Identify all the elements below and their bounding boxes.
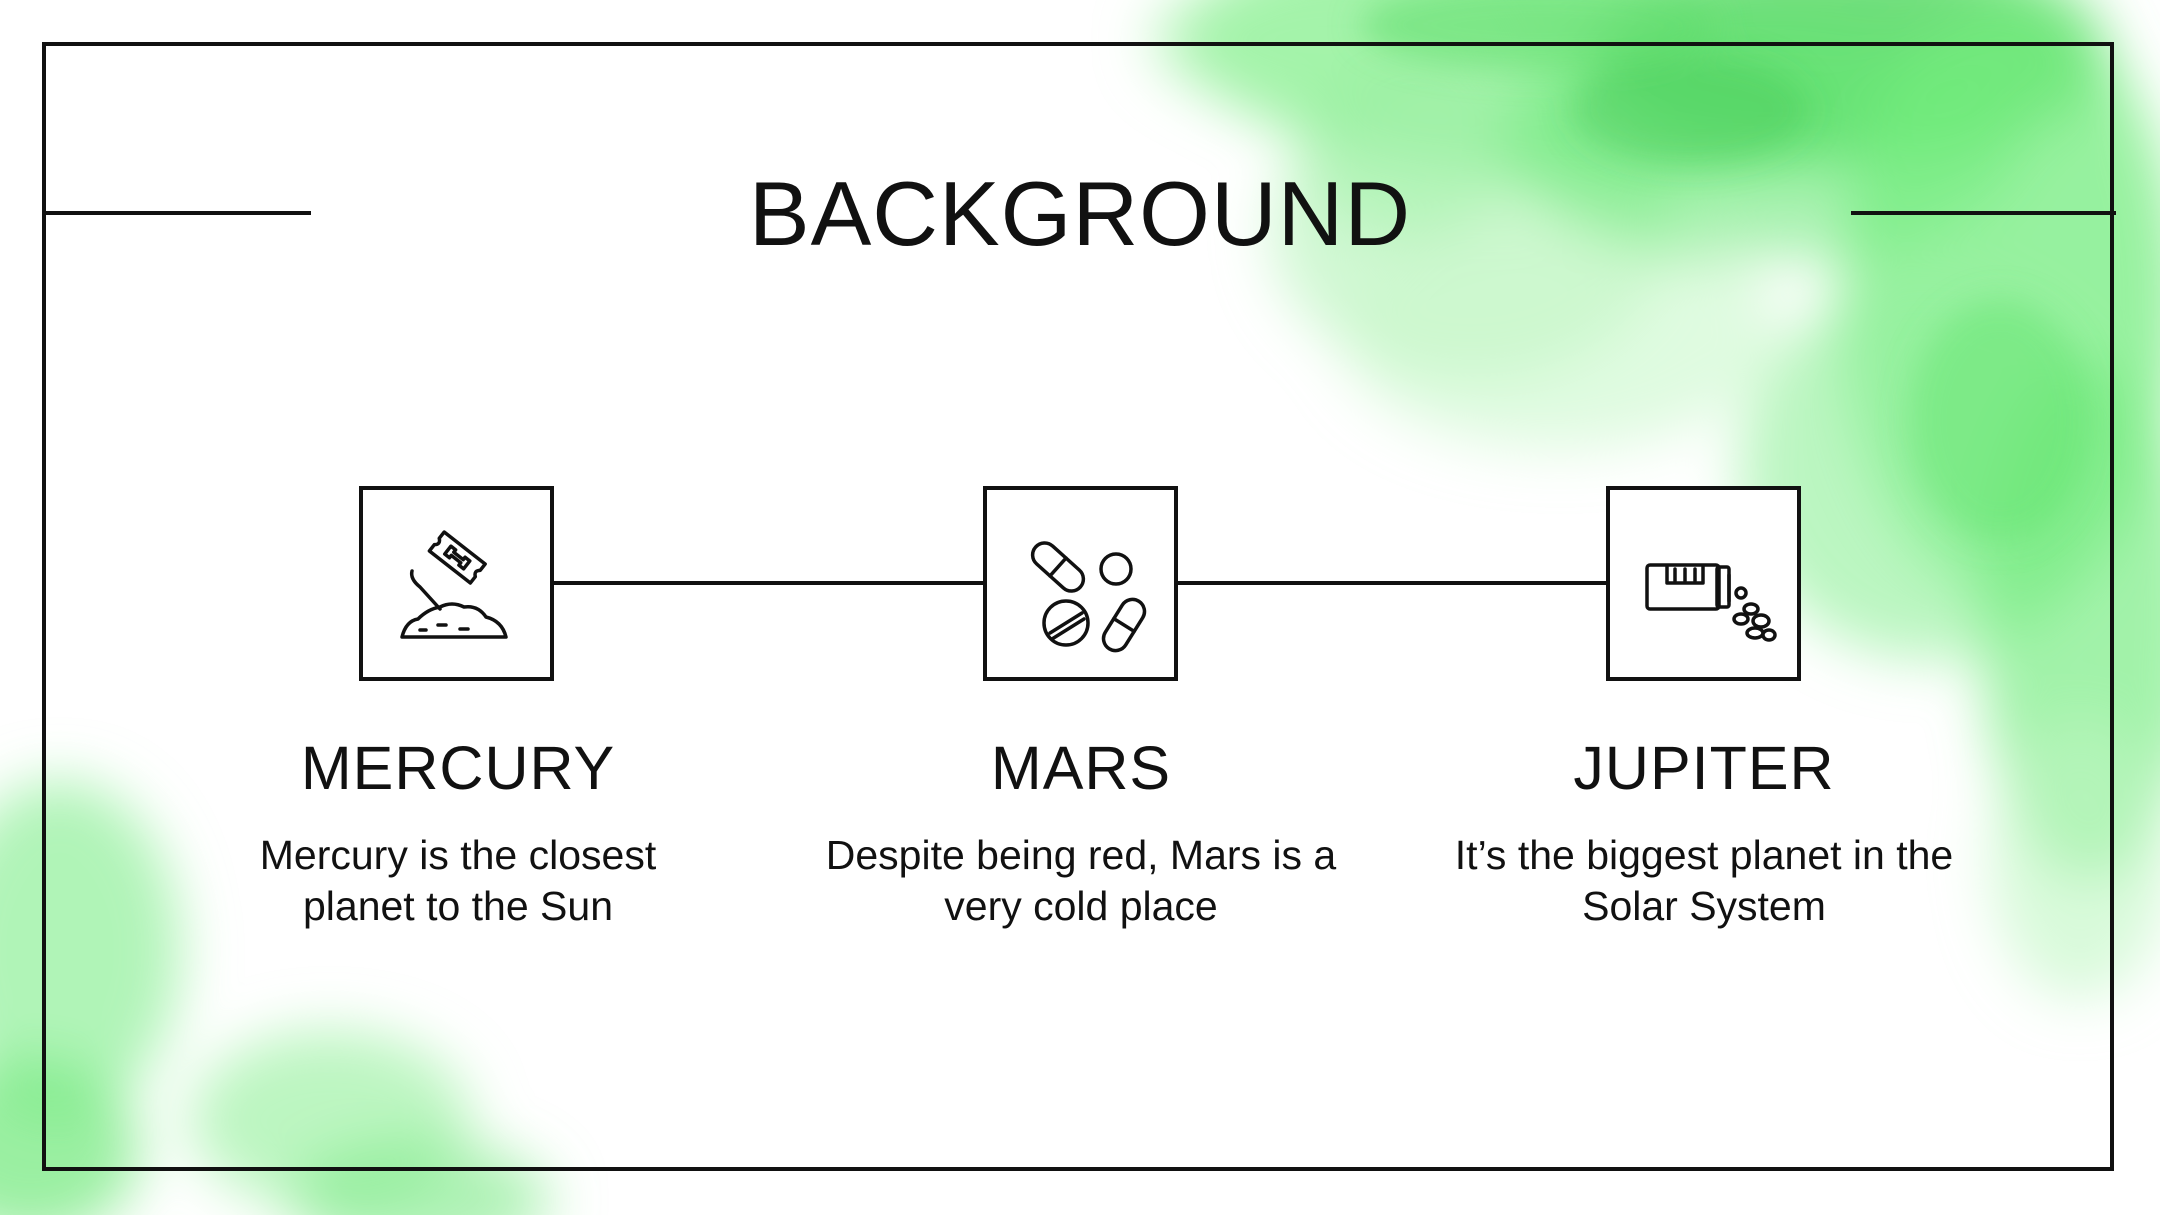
jupiter-description: It’s the biggest planet in the Solar Sys… <box>1424 830 1984 932</box>
mercury-description-line-1: Mercury is the closest <box>259 832 657 878</box>
jupiter-description-line-2: Solar System <box>1582 883 1826 929</box>
slide-border-frame <box>42 42 2114 1171</box>
connector-line-2 <box>1176 581 1608 585</box>
mars-description-line-2: very cold place <box>944 883 1218 929</box>
jupiter-icon-box <box>1606 486 1801 681</box>
razor-blade-powder-icon <box>399 529 508 639</box>
jupiter-column: JUPITER It’s the biggest planet in the S… <box>1424 730 1984 932</box>
mars-column: MARS Despite being red, Mars is a very c… <box>801 730 1361 932</box>
title-rule-left <box>42 211 311 215</box>
jupiter-description-line-1: It’s the biggest planet in the <box>1454 832 1954 878</box>
jupiter-title: JUPITER <box>1573 734 1835 802</box>
mercury-icon-box <box>359 486 554 681</box>
mars-description: Despite being red, Mars is a very cold p… <box>801 830 1361 932</box>
connector-line-1 <box>553 581 985 585</box>
spilled-pill-bottle-icon <box>1644 562 1777 642</box>
mars-icon-box <box>983 486 1178 681</box>
title-rule-right <box>1851 211 2116 215</box>
mercury-description-line-2: planet to the Sun <box>302 883 614 929</box>
pills-icon <box>1030 540 1146 652</box>
mars-description-line-1: Despite being red, Mars is a <box>825 832 1337 878</box>
mars-title: MARS <box>990 734 1172 802</box>
mercury-column: MERCURY Mercury is the closest planet to… <box>178 730 738 932</box>
mercury-description: Mercury is the closest planet to the Sun <box>178 830 738 932</box>
mercury-title: MERCURY <box>300 734 616 802</box>
slide-title: BACKGROUND <box>748 164 1412 265</box>
